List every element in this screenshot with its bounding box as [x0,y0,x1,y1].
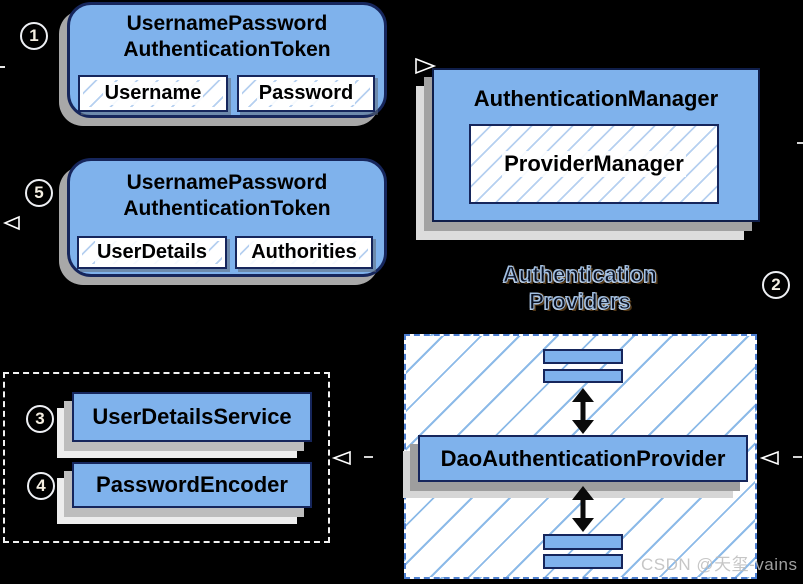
providers-label: Authentication Providers [430,261,730,315]
open-arrowhead-left-icon [759,450,779,466]
field-password-label: Password [256,82,356,105]
watermark: CSDN @天玺-vains [641,555,798,574]
double-arrow-icon [572,388,594,434]
step-5-badge: 5 [25,179,53,207]
provider-slot-bar [543,554,623,569]
open-arrowhead-left-icon [331,450,351,466]
provider-manager-label: ProviderManager [502,151,686,177]
step-4-badge: 4 [27,472,55,500]
auth-manager-title: AuthenticationManager [473,86,719,111]
providers-label-line1: Authentication [503,262,658,288]
open-arrowhead-left-icon [2,215,20,231]
token-request-title: UsernamePassword AuthenticationToken [67,5,387,63]
auth-manager-box: AuthenticationManager ProviderManager [416,68,760,240]
provider-slot-bar [543,369,623,383]
connector-fragment [797,142,803,144]
user-details-service-node: UserDetailsService [72,392,312,442]
connector-fragment [793,456,802,458]
provider-slot-bar [543,349,623,364]
token-authenticated-title-line2: AuthenticationToken [123,197,331,220]
step-1-badge: 1 [20,22,48,50]
open-arrowhead-right-icon [415,57,437,75]
double-arrow-icon [572,486,594,532]
field-username: Username [78,75,228,112]
dao-provider-node: DaoAuthenticationProvider [418,435,748,482]
provider-manager-box: ProviderManager [469,124,719,204]
token-authenticated-title: UsernamePassword AuthenticationToken [67,164,387,222]
token-request-box: UsernamePassword AuthenticationToken Use… [59,2,387,126]
user-details-service-box: UserDetailsService [57,392,312,458]
step-2-badge: 2 [762,271,790,299]
dao-provider-box: DaoAuthenticationProvider [403,435,748,498]
field-userdetails: UserDetails [77,236,227,269]
services-dashed-box [3,372,330,543]
field-password: Password [237,75,375,112]
provider-slot-bar [543,534,623,550]
password-encoder-node: PasswordEncoder [72,462,312,508]
field-username-label: Username [102,82,204,105]
connector-fragment [0,66,5,68]
providers-label-line2: Providers [529,289,632,315]
step-3-badge: 3 [26,405,54,433]
token-request-title-line2: AuthenticationToken [123,38,331,61]
token-request-title-line1: UsernamePassword [126,12,328,35]
field-authorities: Authorities [235,236,373,269]
token-authenticated-box: UsernamePassword AuthenticationToken Use… [59,158,387,285]
field-authorities-label: Authorities [249,241,359,264]
field-userdetails-label: UserDetails [94,241,210,264]
connector-fragment [364,456,373,458]
password-encoder-box: PasswordEncoder [57,462,312,524]
token-authenticated-title-line1: UsernamePassword [126,171,328,194]
